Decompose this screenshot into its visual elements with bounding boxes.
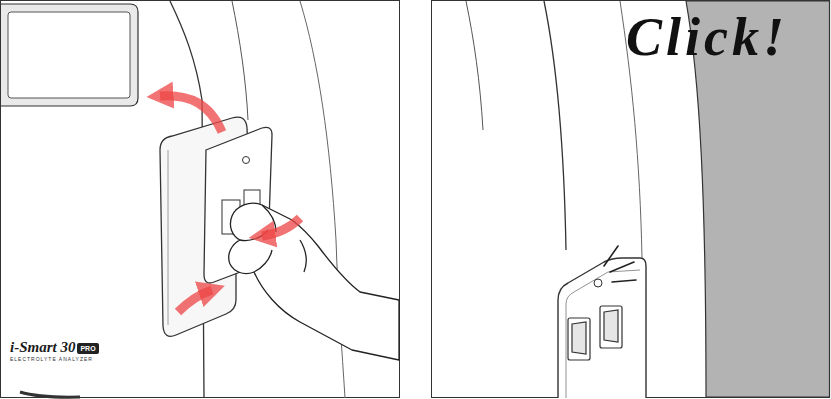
screen-bezel: [1, 4, 138, 106]
model-badge: PRO: [77, 343, 98, 354]
side-cover: [558, 258, 646, 398]
right-panel: [432, 1, 830, 399]
switches: [568, 306, 622, 360]
click-lines: [604, 246, 636, 282]
screen: [8, 12, 130, 98]
hand: [229, 203, 399, 360]
left-panel: [1, 1, 400, 399]
motion-arrows: [160, 96, 300, 312]
device-foot: [20, 392, 80, 397]
product-type: ELECTROLYTE ANALYZER: [10, 357, 93, 362]
brand-name: i-Smart 30: [10, 340, 75, 355]
sound-effect-text: Click!: [626, 10, 788, 64]
